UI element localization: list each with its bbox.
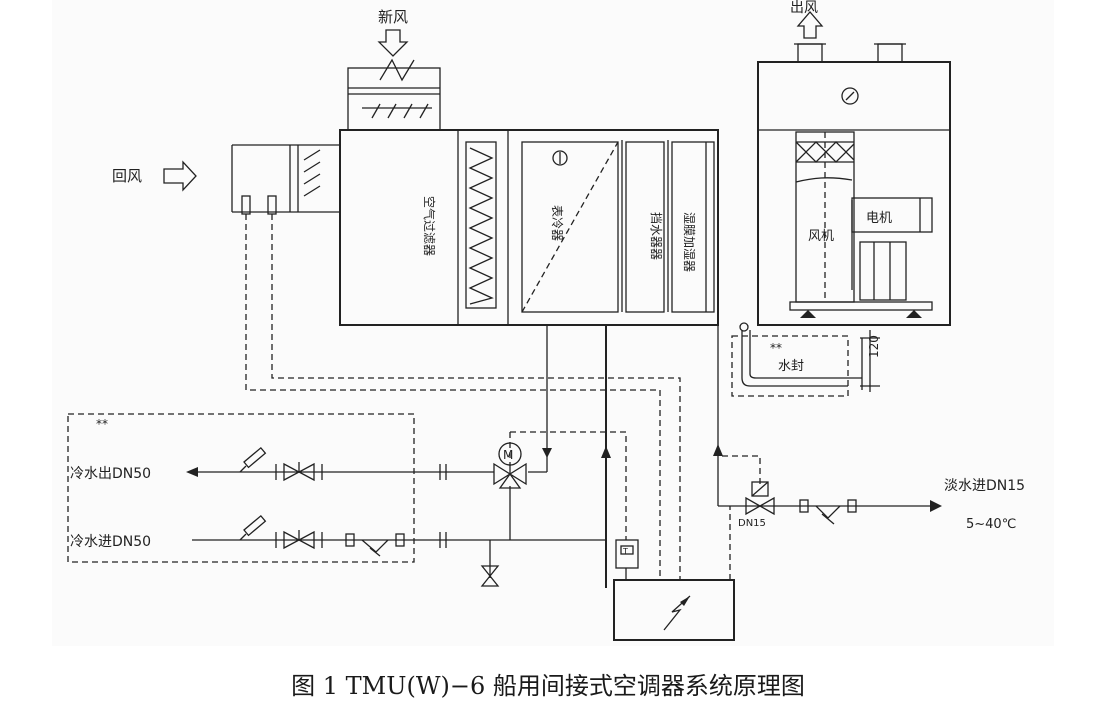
control-signal-lines — [245, 214, 761, 580]
motorized-three-way-valve[interactable] — [493, 442, 527, 489]
water-seal-label: 水封 — [778, 359, 804, 374]
chilled-out-thermometer-icon — [239, 446, 267, 473]
air-filter-element — [465, 141, 497, 309]
system-schematic: 空气过滤器 表冷器 挡水器器 湿膜加湿器 回风 — [52, 0, 1054, 646]
return-air-duct — [231, 144, 340, 215]
fan-section-casing — [757, 61, 951, 326]
fresh-water-in-label: 淡水进DN15 — [944, 478, 1025, 494]
fresh-air-label: 新风 — [378, 8, 408, 26]
electric-control-box — [613, 579, 735, 641]
chilled-in-strainer — [345, 533, 405, 557]
dn15-label: DN15 — [738, 518, 766, 529]
humidifier-label: 湿膜加湿器 — [682, 212, 697, 272]
external-piping-boundary — [67, 413, 415, 563]
surface-cooler-element — [521, 141, 619, 313]
chilled-water-out-label: 冷水出DN50 — [70, 466, 151, 482]
water-eliminator-label: 挡水器器 — [649, 212, 663, 260]
solenoid-valve-dn15[interactable] — [745, 481, 775, 516]
fresh-water-temp-label: 5~40℃ — [966, 517, 1016, 532]
fresh-water-strainer — [799, 499, 857, 525]
outlet-air-label: 出风 — [790, 0, 818, 16]
return-air-arrow-icon — [163, 160, 197, 192]
fan-label: 风机 — [808, 229, 834, 244]
fresh-air-duct — [347, 58, 441, 131]
chilled-in-thermometer-icon — [239, 514, 267, 541]
diagram-background — [52, 0, 1054, 646]
air-filter-label: 空气过滤器 — [422, 196, 437, 256]
return-air-label: 回风 — [112, 167, 142, 185]
sensor-symbol: T — [622, 547, 628, 556]
temperature-sensor — [615, 539, 639, 569]
fresh-air-arrow-icon — [377, 29, 409, 57]
motor-valve-symbol: M — [503, 448, 513, 462]
humidifier-element — [671, 141, 715, 313]
outlet-air-ducts — [794, 43, 906, 63]
boundary-mark: ** — [96, 417, 108, 431]
motor-label: 电机 — [866, 211, 892, 226]
main-unit-casing — [339, 129, 719, 326]
water-eliminator-element — [625, 141, 665, 313]
surface-cooler-label: 表冷器 — [550, 205, 564, 241]
chilled-line-flanges — [275, 464, 447, 548]
outlet-air-arrow-icon — [796, 11, 824, 39]
chilled-water-piping — [186, 325, 611, 588]
drain-valve[interactable] — [480, 565, 500, 587]
water-seal-height: 120 — [867, 335, 881, 358]
fan-unit — [789, 131, 933, 318]
chilled-in-gate-valve[interactable] — [283, 530, 315, 550]
fresh-water-piping — [713, 325, 942, 580]
water-seal-mark: ** — [770, 341, 782, 355]
water-seal — [731, 322, 880, 397]
chilled-water-in-label: 冷水进DN50 — [70, 534, 151, 550]
figure-caption: 图 1 TMU(W)−6 船用间接式空调器系统原理图 — [291, 672, 805, 700]
chilled-out-gate-valve[interactable] — [283, 462, 315, 482]
